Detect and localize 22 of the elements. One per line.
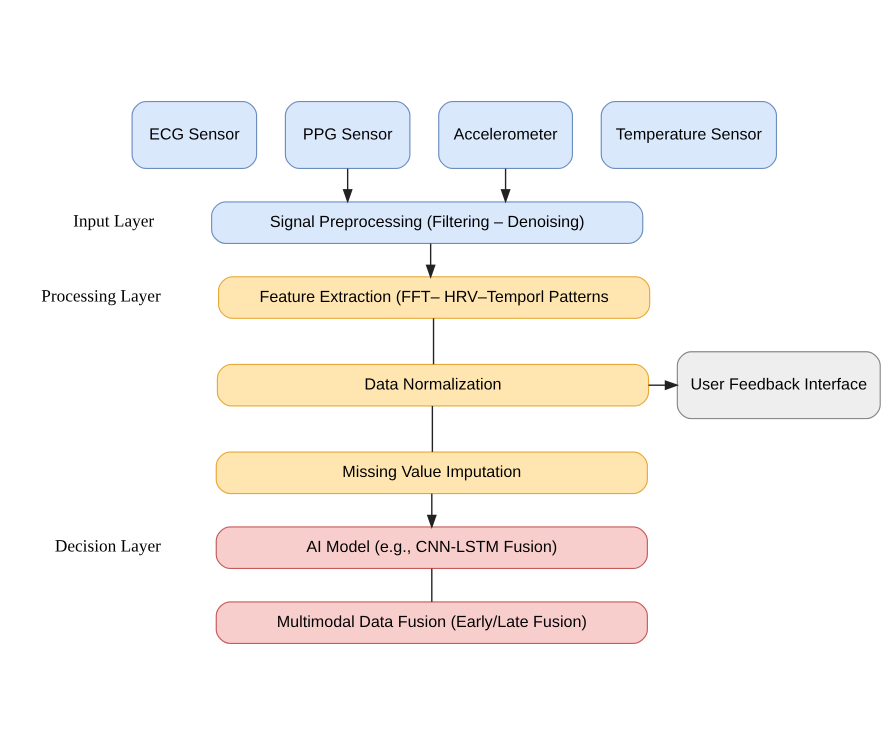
- node-box: AI Model (e.g., CNN-LSTM Fusion): [216, 526, 648, 570]
- node-box: Data Normalization: [216, 364, 650, 406]
- node-box: Multimodal Data Fusion (Early/Late Fusion): [216, 601, 648, 644]
- label: Input Layer: [73, 212, 154, 231]
- arrow: [426, 494, 437, 530]
- connector: [432, 406, 434, 452]
- node-box: User Feedback Interface: [676, 351, 881, 420]
- node-box: Temperature Sensor: [600, 101, 778, 170]
- node-box: Signal Preprocessing (Filtering – Denoising): [211, 201, 644, 244]
- node-box: Feature Extraction (FFT– HRV–Temporl Patterns: [218, 276, 650, 319]
- arrow: [500, 168, 511, 204]
- arrow: [342, 168, 353, 204]
- arrow: [426, 244, 436, 279]
- node-box: Accelerometer: [438, 101, 574, 170]
- label: Decision Layer: [54, 536, 161, 556]
- label: Processing Layer: [41, 286, 161, 306]
- node-box: ECG Sensor: [132, 101, 258, 170]
- node-box: Missing Value Imputation: [216, 451, 648, 494]
- connector: [431, 568, 432, 602]
- connector: [432, 318, 434, 364]
- arrow: [648, 380, 680, 390]
- node-box: PPG Sensor: [284, 101, 410, 170]
